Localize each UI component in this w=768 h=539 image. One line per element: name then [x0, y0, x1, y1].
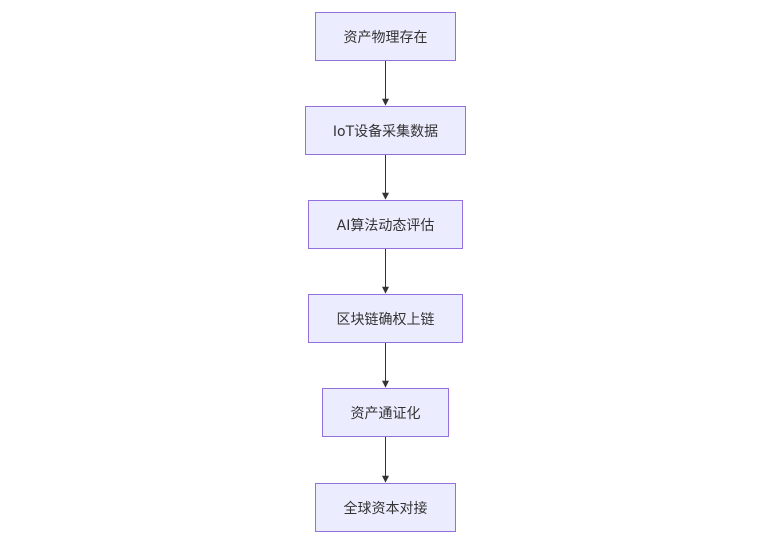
flow-node-label: 区块链确权上链 — [336, 311, 435, 328]
flow-node-global-capital-connection: 全球资本对接 — [315, 483, 456, 532]
flow-node-asset-physical-existence: 资产物理存在 — [315, 12, 456, 61]
flow-node-label: 全球资本对接 — [343, 500, 428, 517]
flow-node-label: 资产通证化 — [350, 405, 421, 422]
flow-node-asset-tokenization: 资产通证化 — [322, 388, 449, 437]
flow-node-label: 资产物理存在 — [343, 29, 428, 46]
flow-node-label: IoT设备采集数据 — [332, 123, 439, 140]
flow-node-blockchain-registration: 区块链确权上链 — [308, 294, 463, 343]
flow-node-label: AI算法动态评估 — [336, 217, 435, 234]
flow-node-ai-dynamic-evaluation: AI算法动态评估 — [308, 200, 463, 249]
flow-node-iot-data-collection: IoT设备采集数据 — [305, 106, 466, 155]
